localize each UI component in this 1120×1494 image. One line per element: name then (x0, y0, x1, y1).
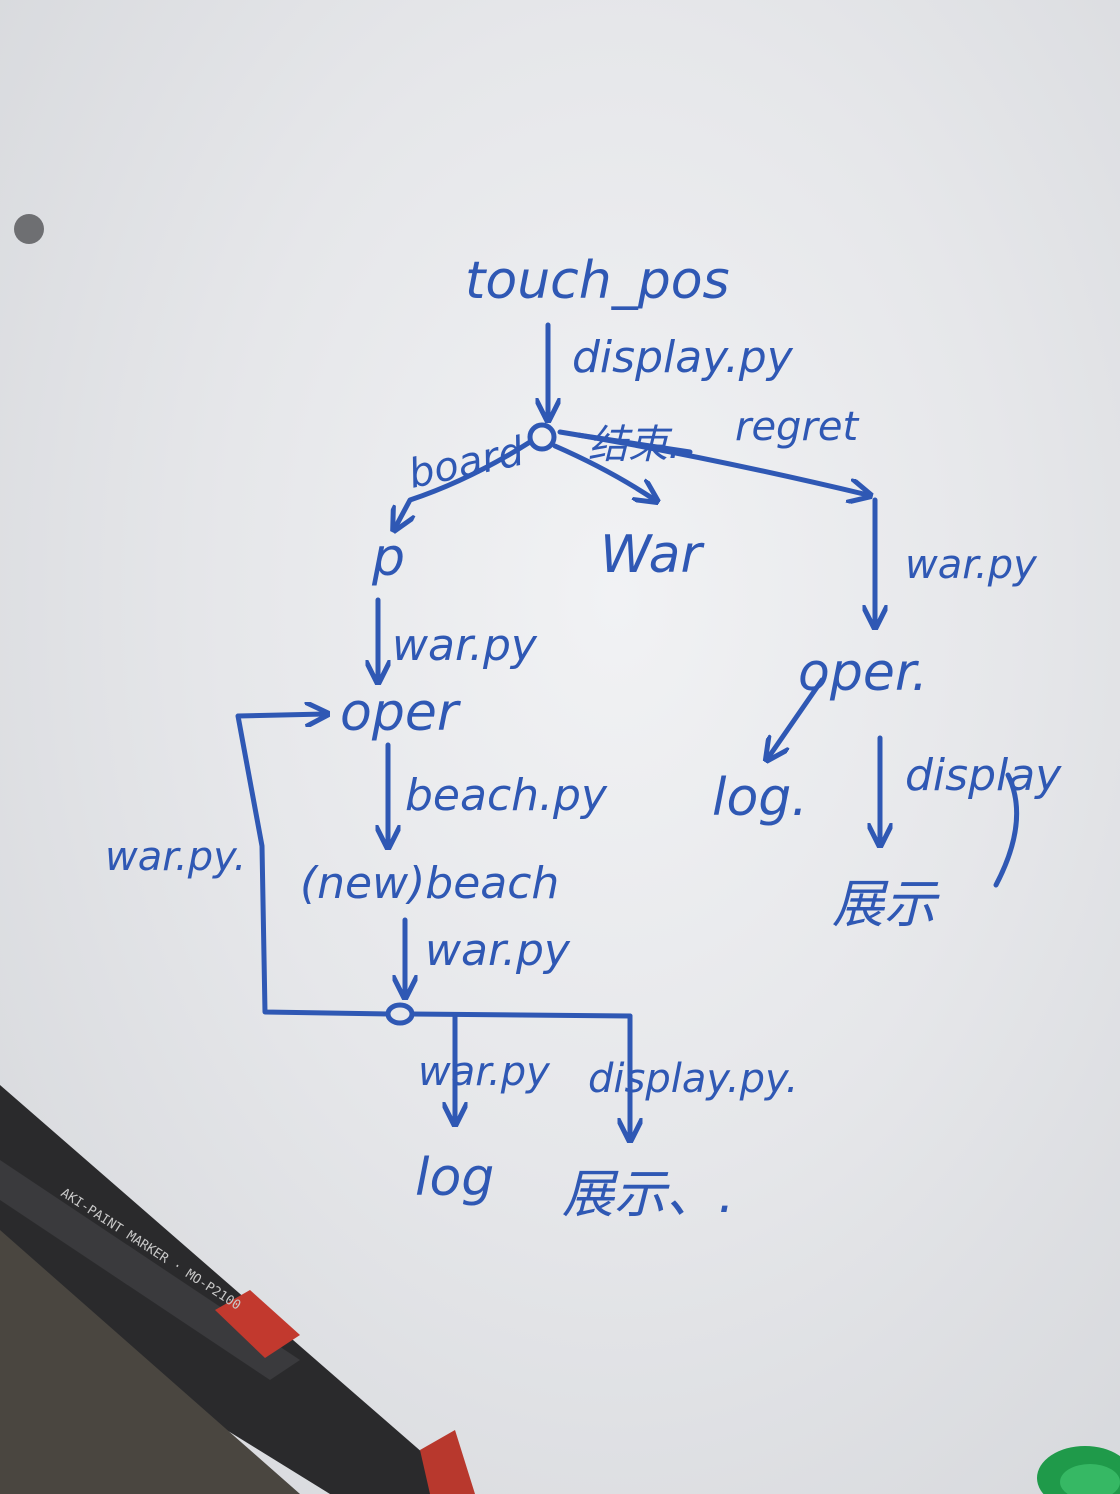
junction-bottom (385, 1002, 415, 1026)
node-show-right: 展示 (832, 875, 940, 935)
edge-war-py-mid: war.py (425, 925, 571, 976)
node-log-right: log. (712, 768, 808, 828)
edge-war-py-right: war.py (905, 542, 1038, 588)
marker-pens: AKI-PAINT MARKER · MO-P2100 (0, 1085, 475, 1494)
edge-war-py-bottom: war.py (418, 1049, 551, 1095)
edge-war-py-loop: war.py. (105, 834, 246, 880)
node-touch-pos: touch_pos (465, 251, 730, 311)
edge-beach-py: beach.py (405, 770, 608, 821)
arrow-loop-back (235, 714, 391, 1017)
edge-board: board (405, 428, 529, 497)
node-new-beach: (new)beach (300, 858, 559, 909)
node-show-bottom: 展示、. (562, 1165, 735, 1225)
arrow-board (395, 439, 533, 528)
edge-display-py-bottom: display.py. (588, 1056, 798, 1102)
scribble-display (993, 772, 1020, 888)
arrow-war (552, 443, 655, 500)
edge-display-right: display (905, 750, 1062, 801)
junction-top (527, 422, 557, 452)
node-log-bottom: log (415, 1148, 494, 1208)
node-war: War (600, 525, 705, 585)
line-branch (409, 1011, 633, 1019)
arrow-regret (557, 429, 868, 495)
edge-display-py-top: display.py (572, 332, 794, 383)
pin-hole (14, 214, 44, 244)
edge-regret: regret (735, 404, 860, 450)
red-marker-band (215, 1290, 300, 1358)
node-oper-right: oper. (798, 643, 928, 703)
arrow-log-right (768, 677, 825, 758)
edge-war-py-left: war.py (392, 620, 538, 671)
node-oper-left: oper (340, 683, 462, 743)
node-p: p (371, 528, 405, 588)
